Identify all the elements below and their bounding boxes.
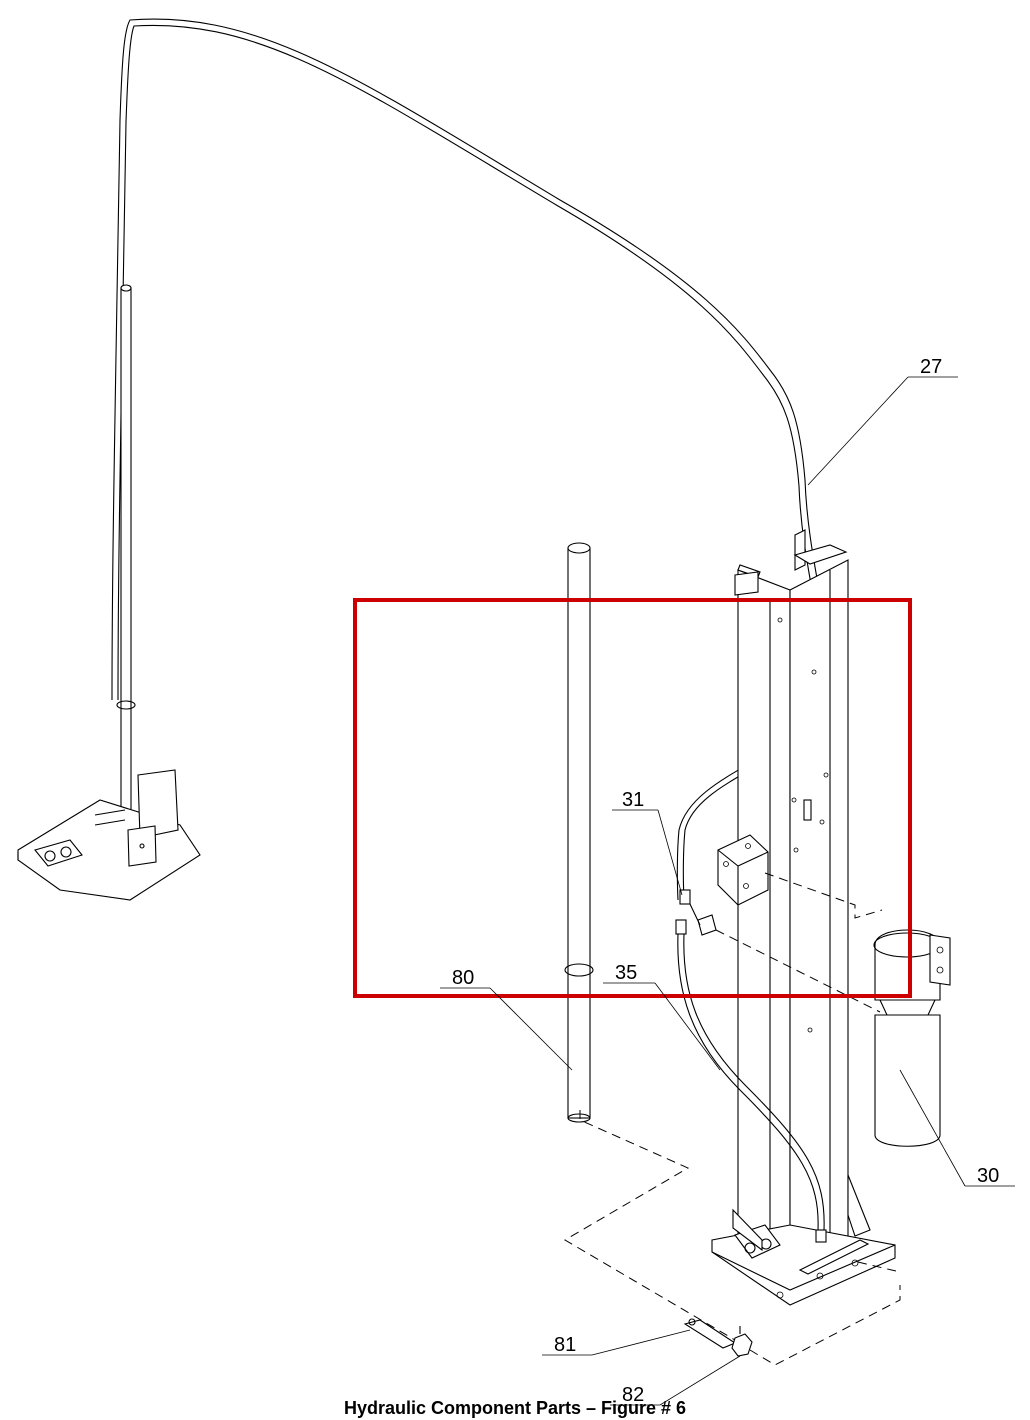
- figure-caption: Hydraulic Component Parts – Figure # 6: [343, 1398, 687, 1418]
- junction-box: [717, 834, 769, 906]
- callout-label: 31: [622, 789, 644, 811]
- power-unit-30: [873, 929, 951, 1147]
- main-column: [711, 529, 896, 1306]
- callout-label: 35: [615, 962, 637, 984]
- callout-label: 81: [554, 1334, 576, 1356]
- callout-81: 81: [542, 1329, 691, 1356]
- callout-label: 27: [920, 356, 942, 378]
- callout-35: 35: [603, 962, 721, 1071]
- callout-label: 30: [977, 1165, 999, 1187]
- callout-30: 30: [899, 1069, 1015, 1187]
- hose-35: [675, 919, 827, 1243]
- left-column: [17, 284, 201, 901]
- callout-82: 82: [610, 1355, 741, 1406]
- pin-81: [683, 1318, 737, 1349]
- callout-label: 82: [622, 1384, 644, 1406]
- rod-80: [564, 542, 594, 1123]
- highlight-box: [353, 598, 912, 998]
- callout-31: 31: [612, 789, 683, 896]
- assembly-lines: [564, 872, 901, 1366]
- callout-27: 27: [807, 356, 958, 486]
- nut-82: [731, 1326, 753, 1357]
- callout-80: 80: [440, 967, 573, 1071]
- hose-27: [111, 18, 831, 901]
- callout-label: 80: [452, 967, 474, 989]
